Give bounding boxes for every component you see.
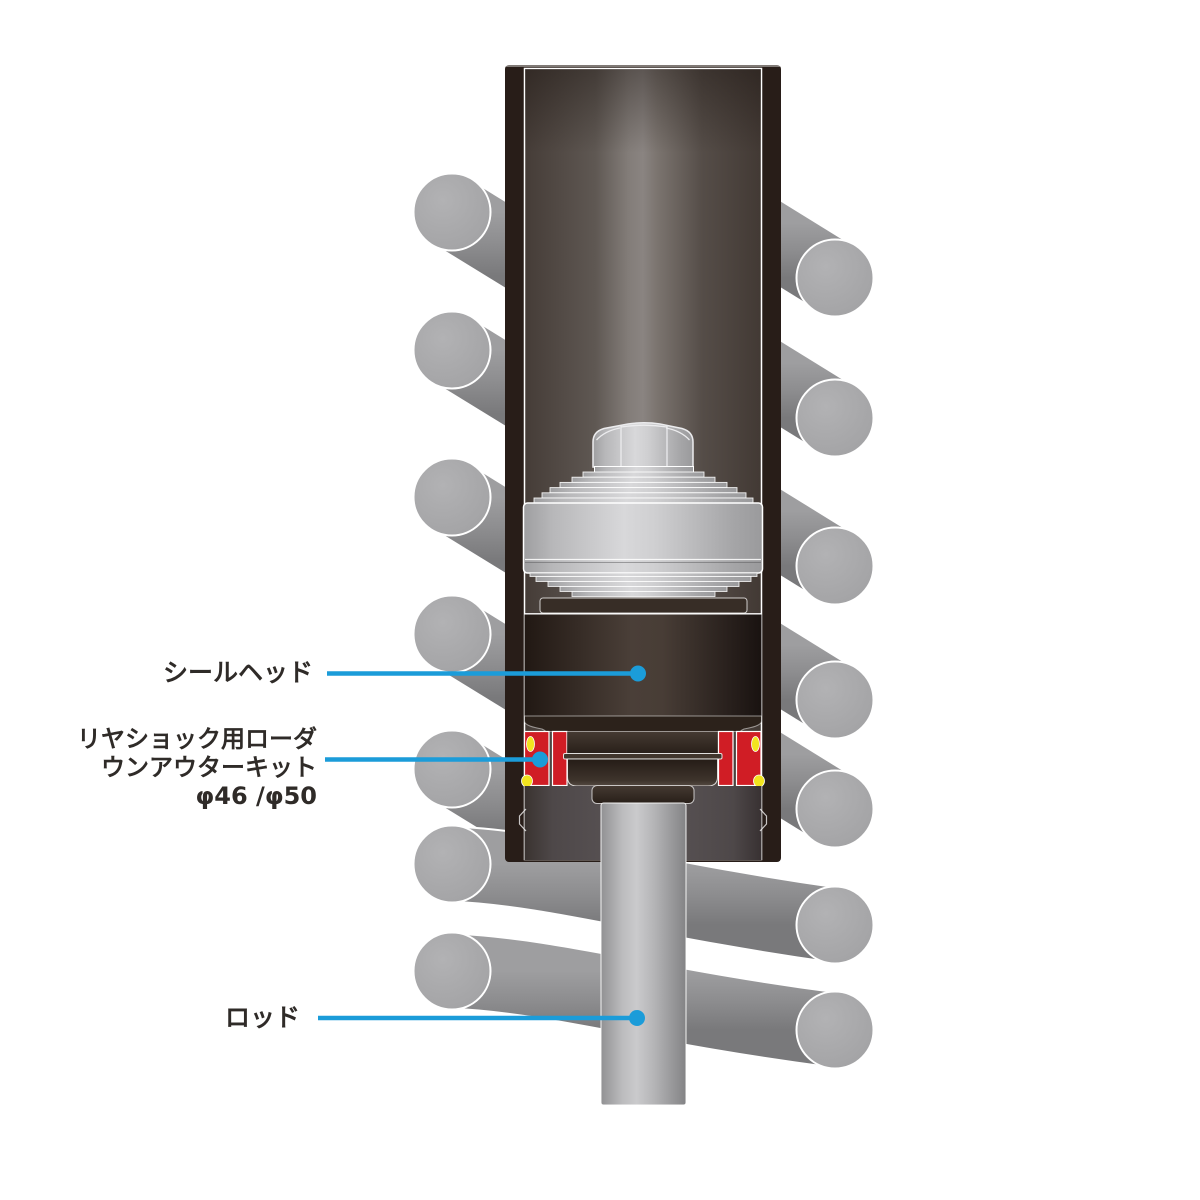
label-seal-head: シールヘッド [163, 658, 313, 687]
seal-head-top-plate [539, 597, 748, 614]
label-rod: ロッド [225, 1003, 300, 1032]
kit-center-lip [563, 753, 723, 760]
seal-head [524, 613, 762, 732]
o-ring [751, 736, 760, 752]
coil-end [795, 885, 875, 965]
callout-lowering-kit: リヤショック用ローダ ウンアウターキット φ46 /φ50 [77, 725, 548, 810]
coil-end [795, 990, 875, 1070]
shim-stack-top [533, 471, 754, 504]
coil-end [412, 310, 492, 390]
coil-end [795, 238, 875, 318]
o-ring [521, 774, 533, 788]
coil-end [795, 378, 875, 458]
label-kit-line1: リヤショック用ローダ [77, 725, 317, 753]
piston [522, 502, 764, 574]
label-kit-line3: φ46 /φ50 [196, 782, 317, 810]
o-ring [526, 736, 535, 752]
rod [600, 802, 687, 1106]
callout-dot [532, 751, 548, 768]
shim-stack-bottom [529, 572, 758, 597]
lowering-kit [521, 730, 765, 788]
seal-head-funnel [524, 715, 762, 732]
coil-end [412, 931, 492, 1011]
o-ring [753, 774, 765, 788]
callout-rod: ロッド [225, 1003, 645, 1032]
piston-assembly [522, 422, 764, 614]
callout-seal-head: シールヘッド [163, 658, 646, 687]
coil-end [412, 172, 492, 252]
coil-end [412, 457, 492, 537]
kit-center-cup [567, 758, 718, 787]
piston-bolt [592, 422, 694, 468]
callouts: シールヘッド リヤショック用ローダ ウンアウターキット φ46 /φ50 ロッド [77, 658, 646, 1032]
coil-end [412, 824, 492, 904]
callout-dot [629, 1010, 645, 1026]
coil-end [795, 526, 875, 606]
rod-guide [591, 785, 695, 804]
coil-end [795, 660, 875, 740]
kit-center-case [566, 731, 719, 755]
callout-dot [630, 665, 646, 682]
label-kit-line2: ウンアウターキット [101, 754, 317, 782]
coil-end [412, 729, 492, 809]
coil-end [412, 594, 492, 674]
coil-end [795, 769, 875, 849]
